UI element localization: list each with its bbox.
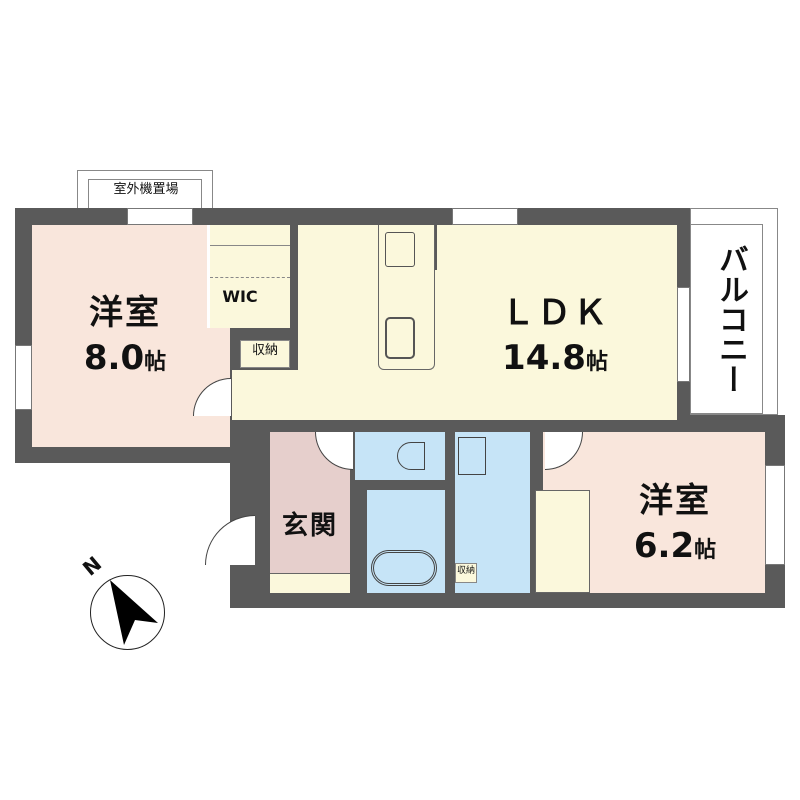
hallway: [232, 370, 302, 420]
western-room-6-name: 洋室: [639, 481, 711, 521]
washbasin-icon: [458, 437, 486, 475]
ldk-name: ＬＤＫ: [501, 293, 609, 333]
ldk: [298, 225, 677, 420]
storage-1: [240, 340, 290, 368]
wic-label: WIC: [222, 287, 258, 306]
western-room-8-name: 洋室: [89, 293, 161, 333]
balcony-label: バルコニー: [713, 244, 748, 394]
storage-2-label: 収納: [456, 566, 475, 576]
ldk-area: 14.8帖: [502, 338, 608, 378]
outdoor-unit-space: 室外機置場: [77, 170, 213, 210]
entrance-label: 玄関: [281, 511, 338, 541]
bathroom: [367, 490, 445, 593]
toilet-icon: [397, 442, 425, 470]
kitchen-counter: [378, 225, 435, 370]
balcony: バルコニー: [690, 208, 778, 415]
window-balcony: [677, 287, 690, 382]
outer-wall-right: [690, 415, 785, 435]
window-east: [765, 465, 785, 565]
western-room-8-area: 8.0帖: [83, 338, 167, 378]
compass: [90, 575, 165, 650]
north-arrow-icon: [110, 580, 158, 645]
front-door[interactable]: [205, 515, 255, 565]
walk-in-closet: [207, 225, 290, 328]
sink-icon: [385, 317, 415, 359]
outdoor-unit-label: 室外機置場: [113, 182, 179, 197]
window-west: [15, 345, 32, 410]
western-room-6-area: 6.2帖: [633, 526, 717, 566]
storage-1-label: 収納: [251, 343, 278, 358]
window-north-1: [127, 208, 193, 225]
storage-2: [455, 563, 477, 583]
shoe-cabinet: [270, 573, 350, 593]
closet-room-6: [535, 490, 590, 593]
stove-icon: [385, 232, 415, 267]
window-north-ldk: [452, 208, 518, 225]
toilet: [355, 432, 445, 480]
bathtub-icon: [371, 550, 437, 586]
